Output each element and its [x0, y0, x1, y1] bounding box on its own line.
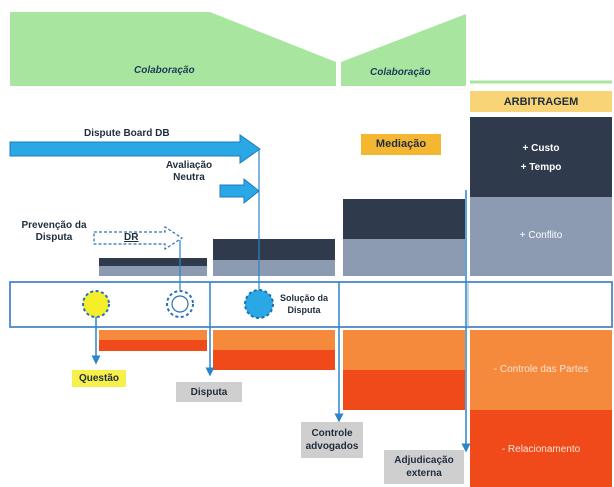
prevencao-orange-step [99, 330, 207, 340]
avaliacao-red-step [213, 350, 335, 370]
custo-text: + Custo [522, 143, 560, 154]
process-band [9, 281, 613, 328]
adjudicacao-tag-bg [384, 450, 464, 484]
mediacao-orange-step [343, 330, 465, 370]
mediacao-label: Mediação [375, 138, 427, 150]
dr-gear-icon [166, 290, 194, 318]
controle-partes-text: - Controle das Partes [493, 364, 589, 375]
questao-tag-bg [72, 370, 126, 387]
dispute-board-label: Dispute Board DB [84, 128, 170, 139]
arbitragem-conflito-panel [470, 197, 612, 276]
collab-label-left: Colaboração [134, 65, 195, 76]
mediacao-slate-step [343, 239, 465, 276]
prevencao-red-step [99, 340, 207, 351]
disputa-tag: Disputa [190, 387, 228, 398]
controle-advogados-tag: Controle advogados [305, 428, 359, 452]
mediacao-label-bg [361, 134, 441, 155]
relacionamento-text: - Relacionamento [501, 444, 581, 455]
collab-banner-right [341, 14, 466, 86]
arbitragem-orange-panel [470, 330, 612, 410]
collab-label-right: Colaboração [370, 67, 431, 78]
controle-tag-bg [301, 422, 363, 458]
avaliacao-slate-step [213, 260, 335, 276]
avaliacao-orange-step [213, 330, 335, 350]
collab-banner-left [10, 12, 336, 86]
questao-gear-icon [82, 290, 110, 318]
solucao-label: Solução da Disputa [279, 293, 328, 315]
arbitragem-header: ARBITRAGEM [503, 96, 579, 108]
prevencao-label: Prevenção da Disputa [21, 220, 87, 243]
prevencao-slate-step [99, 266, 207, 276]
arbitragem-header-bg [470, 91, 612, 112]
solucao-gear-icon [244, 289, 274, 319]
questao-tag: Questão [78, 373, 119, 384]
prevencao-dark-step [99, 258, 207, 266]
avaliacao-arrow [219, 177, 260, 205]
dispute-board-arrow [9, 134, 261, 164]
arbitragem-dark-panel [470, 117, 612, 197]
arbitragem-red-panel [470, 410, 612, 487]
dr-dashed-arrow [93, 225, 184, 251]
dr-label: DR [124, 232, 139, 243]
tempo-text: + Tempo [520, 162, 562, 173]
conflito-text: + Conflito [519, 230, 563, 241]
mediacao-dark-step [343, 199, 465, 239]
avaliacao-label: Avaliação Neutra [165, 160, 213, 183]
adjudicacao-tag: Adjudicação externa [394, 455, 454, 479]
mediacao-red-step [343, 370, 465, 410]
avaliacao-dark-step [213, 239, 335, 260]
disputa-tag-bg [176, 382, 242, 402]
